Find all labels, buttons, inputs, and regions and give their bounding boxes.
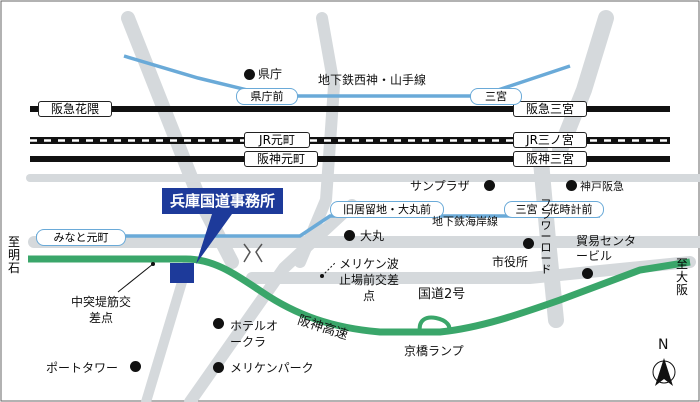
landmark-meriken-park: メリケンパーク (230, 361, 314, 375)
landmark-kencho: 県庁 (258, 67, 283, 81)
road-chutotsu (141, 257, 193, 402)
landmark-dot-meriken-park (213, 362, 224, 373)
subway-station-sannomiya-hanadokei: 三宮・花時計前 (504, 201, 604, 218)
north-label: N (658, 337, 669, 353)
subway-station-minato-motomachi: みなと元町 (36, 229, 126, 246)
road-ikuta-shindo (552, 10, 614, 158)
office-label: 兵庫国道事務所 (162, 188, 284, 214)
label-route2: 国道2号 (418, 287, 466, 302)
landmark-chutotsu-intersection: 中突堤筋交差点 (70, 295, 131, 325)
station-hanshin-motomachi: 阪神元町 (244, 151, 318, 167)
meriken-leader (321, 261, 337, 277)
station-jr-sannomiya: JR三ノ宮 (513, 132, 587, 148)
landmark-dot-city-hall (523, 238, 534, 249)
subway-station-sannomiya: 三宮 (470, 88, 522, 105)
station-jr-motomachi: JR元町 (244, 132, 310, 148)
landmark-port-tower: ポートタワー (46, 361, 119, 375)
landmark-dot-kencho (244, 69, 255, 80)
landmark-daimaru: 大丸 (360, 229, 385, 243)
north-arrow-icon (652, 358, 676, 386)
landmark-dot-sun-plaza (484, 180, 495, 191)
hanshin-expressway (28, 255, 691, 336)
landmark-city-hall: 市役所 (492, 255, 529, 269)
landmark-hotel-okura: ホテルオークラ (230, 319, 279, 349)
subway-station-kenchomae: 県庁前 (236, 88, 298, 105)
kyobashi-ramp-loop (417, 315, 452, 334)
direction-to-akashi: 至明石 (8, 235, 21, 275)
rail-hankyu (30, 106, 670, 112)
landmark-meriken-intersection: メリケン波止場前交差点 (338, 257, 399, 303)
direction-to-osaka: 至大阪 (676, 257, 689, 297)
chutotsu-leader (117, 263, 154, 293)
landmark-dot-boeki-center (582, 268, 593, 279)
office-pointer (196, 214, 232, 264)
bridge-mark-right (255, 243, 263, 263)
rail-hanshin (30, 156, 670, 162)
label-kaigan-line: 地下鉄海岸線 (432, 215, 498, 228)
landmark-dot-hotel-okura (213, 318, 224, 329)
landmark-dot-port-tower (130, 361, 141, 372)
road-meriken-diagonal (184, 199, 358, 402)
rail-jr (30, 137, 670, 144)
landmark-sun-plaza: サンプラザ (410, 179, 470, 193)
landmark-boeki-center: 貿易センタービル (576, 234, 637, 263)
roads (26, 10, 700, 402)
landmark-kobe-hankyu: 神戸阪急 (580, 180, 624, 193)
station-hankyu-sannomiya: 阪急三宮 (513, 101, 587, 117)
road-route2 (246, 256, 696, 284)
bridge-mark-left (243, 243, 251, 263)
subway-kaigan (36, 214, 600, 238)
label-flower-road: フラワーロード (540, 197, 552, 276)
office-marker (170, 263, 194, 283)
station-hanshin-sannomiya: 阪神三宮 (513, 151, 587, 167)
landmark-kyobashi-ramp: 京橋ランプ (404, 344, 464, 358)
landmark-dot-kobe-hankyu (566, 180, 577, 191)
station-hankyu-hanakuma: 阪急花隈 (38, 101, 112, 117)
landmark-dot-daimaru (344, 230, 355, 241)
label-seishin-yamate: 地下鉄西神・山手線 (318, 73, 427, 87)
subway-station-kyukyoryuchi-daimaru: 旧居留地・大丸前 (330, 201, 444, 218)
expressway-main (28, 255, 691, 336)
